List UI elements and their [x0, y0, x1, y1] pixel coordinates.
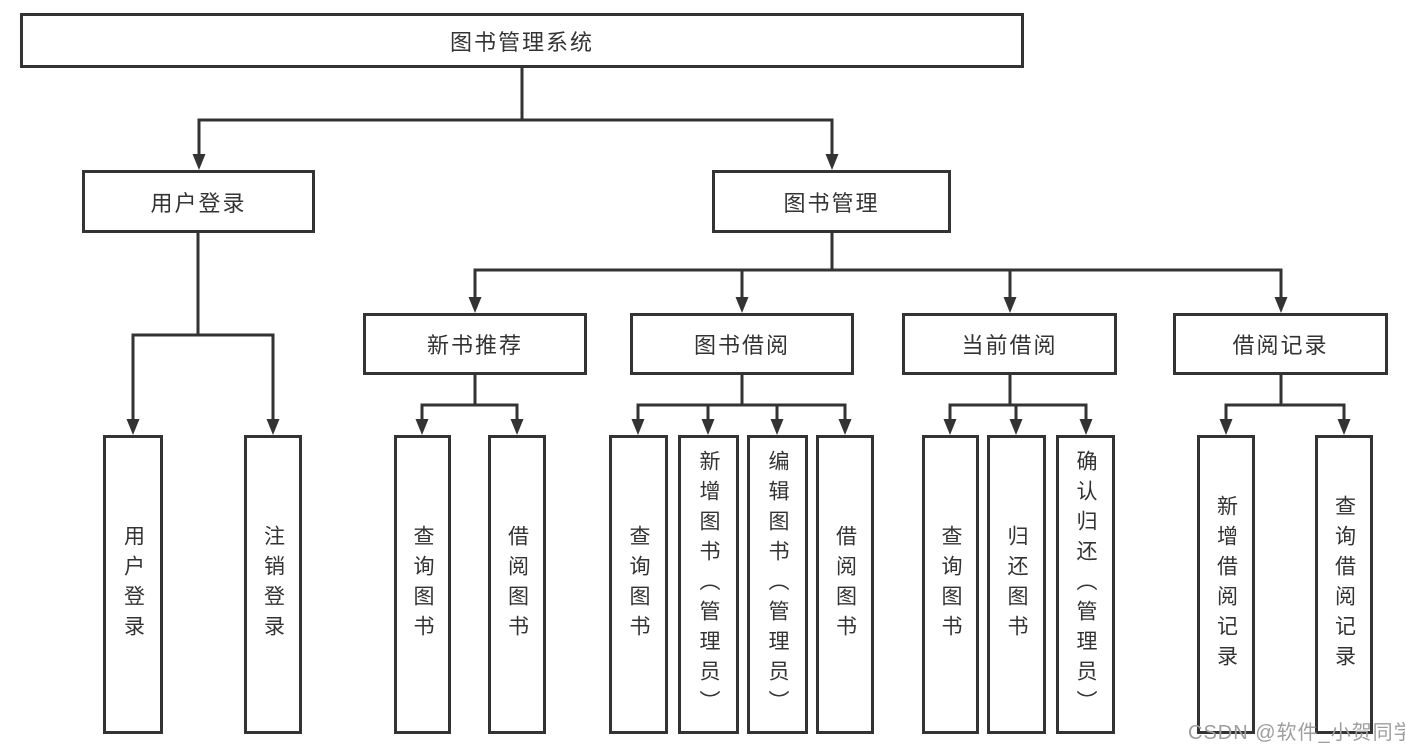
- arrowhead-icon: [1219, 419, 1233, 435]
- connector-book-management-children: [468, 231, 1288, 313]
- node-leaf-user-login: 用户登录: [103, 435, 163, 734]
- arrowhead-icon: [825, 154, 839, 170]
- node-user-login: 用户登录: [82, 170, 315, 233]
- arrowhead-icon: [735, 297, 749, 313]
- arrowhead-icon: [1274, 297, 1288, 313]
- arrowhead-icon: [1009, 419, 1023, 435]
- arrowhead-icon: [1003, 297, 1017, 313]
- arrowhead-icon: [192, 154, 206, 170]
- arrowhead-icon: [943, 419, 957, 435]
- arrowhead-icon: [126, 419, 140, 435]
- node-leaf-borrow-books: 借阅图书: [816, 435, 874, 734]
- node-library-management-system: 图书管理系统: [20, 13, 1024, 68]
- connector-current-borrowing-children: [943, 373, 1093, 435]
- arrowhead-icon: [838, 419, 852, 435]
- arrowhead-icon: [1079, 419, 1093, 435]
- node-leaf-query-borrow-record: 查询借阅记录: [1315, 435, 1373, 734]
- arrowhead-icon: [631, 419, 645, 435]
- connector-new-book-recommend-children: [415, 373, 524, 435]
- node-leaf-edit-books-admin: 编辑图书（管理员）: [747, 435, 808, 734]
- node-leaf-return-books: 归还图书: [987, 435, 1046, 734]
- connector-root-to-level2: [192, 66, 839, 170]
- connector-borrowing-records-children: [1219, 373, 1351, 435]
- arrowhead-icon: [468, 297, 482, 313]
- node-leaf-borrow-books-recommend: 借阅图书: [488, 435, 546, 734]
- node-leaf-logout: 注销登录: [244, 435, 302, 734]
- node-book-management: 图书管理: [712, 170, 951, 233]
- node-leaf-confirm-return-admin: 确认归还（管理员）: [1056, 435, 1115, 734]
- node-book-borrowing: 图书借阅: [630, 313, 854, 375]
- connector-user-login-children: [126, 231, 280, 435]
- node-borrowing-records: 借阅记录: [1173, 313, 1388, 375]
- csdn-watermark: CSDN @软件_小贺同学: [1188, 722, 1405, 744]
- node-new-book-recommend: 新书推荐: [363, 313, 587, 375]
- node-leaf-query-books-recommend: 查询图书: [394, 435, 451, 734]
- arrowhead-icon: [1337, 419, 1351, 435]
- arrowhead-icon: [266, 419, 280, 435]
- node-current-borrowing: 当前借阅: [902, 313, 1117, 375]
- connector-book-borrowing-children: [631, 373, 852, 435]
- node-leaf-add-books-admin: 新增图书（管理员）: [678, 435, 739, 734]
- arrowhead-icon: [510, 419, 524, 435]
- node-leaf-query-books-borrowing: 查询图书: [609, 435, 668, 734]
- arrowhead-icon: [415, 419, 429, 435]
- arrowhead-icon: [770, 419, 784, 435]
- node-leaf-query-books-current: 查询图书: [922, 435, 979, 734]
- arrowhead-icon: [701, 419, 715, 435]
- node-leaf-add-borrow-record: 新增借阅记录: [1197, 435, 1255, 734]
